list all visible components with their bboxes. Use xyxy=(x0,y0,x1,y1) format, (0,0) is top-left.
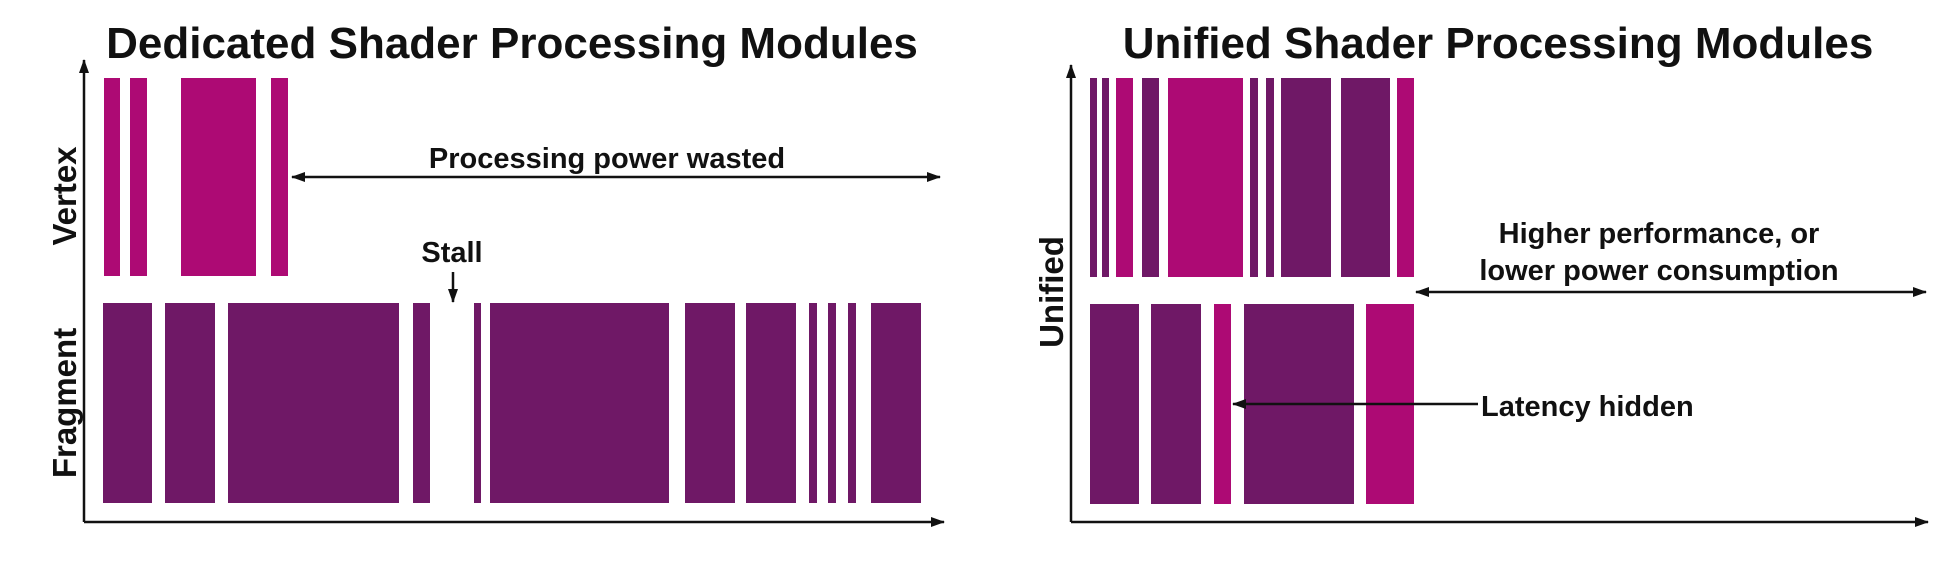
dedicated-title: Dedicated Shader Processing Modules xyxy=(106,19,918,68)
performance-label-line2: lower power consumption xyxy=(1479,255,1838,287)
fragment-bar xyxy=(871,303,921,503)
fragment-bar xyxy=(746,303,796,503)
vertex-bar xyxy=(181,78,256,276)
vertex-bars xyxy=(104,78,288,276)
fragment-bar xyxy=(165,303,215,503)
vertex-bar xyxy=(130,78,147,276)
unified-bar xyxy=(1397,78,1414,277)
unified-bar xyxy=(1341,78,1390,277)
fragment-bar xyxy=(228,303,399,503)
unified-bar xyxy=(1142,78,1159,277)
vertex-axis-label: Vertex xyxy=(46,146,83,246)
fragment-bar xyxy=(413,303,430,503)
vertex-bar xyxy=(104,78,120,276)
fragment-bar xyxy=(474,303,481,503)
unified-bar xyxy=(1151,304,1201,504)
unified-bar xyxy=(1250,78,1258,277)
unified-panel: Unified Shader Processing Modules Unifie… xyxy=(1033,19,1929,527)
fragment-bar xyxy=(809,303,817,503)
unified-upper-bars xyxy=(1090,78,1414,277)
unified-axis-label: Unified xyxy=(1033,236,1070,348)
stall-label: Stall xyxy=(421,237,482,269)
fragment-bar xyxy=(828,303,836,503)
latency-label: Latency hidden xyxy=(1481,391,1694,423)
unified-bar xyxy=(1090,304,1139,504)
vertex-bar xyxy=(271,78,288,276)
wasted-label: Processing power wasted xyxy=(429,143,785,175)
fragment-bars xyxy=(103,303,921,503)
fragment-bar xyxy=(490,303,498,503)
unified-bar xyxy=(1266,78,1274,277)
fragment-bar xyxy=(498,303,669,503)
unified-bar xyxy=(1090,78,1097,277)
unified-bar xyxy=(1214,304,1231,504)
unified-bar xyxy=(1168,78,1243,277)
unified-bar xyxy=(1281,78,1331,277)
fragment-axis-label: Fragment xyxy=(46,328,83,478)
fragment-bar xyxy=(685,303,735,503)
unified-bar xyxy=(1116,78,1133,277)
unified-title: Unified Shader Processing Modules xyxy=(1123,19,1874,68)
performance-label-line1: Higher performance, or xyxy=(1499,218,1820,250)
dedicated-panel: Dedicated Shader Processing Modules Vert… xyxy=(46,19,945,527)
fragment-bar xyxy=(848,303,856,503)
fragment-bar xyxy=(103,303,152,503)
unified-bar xyxy=(1102,78,1109,277)
